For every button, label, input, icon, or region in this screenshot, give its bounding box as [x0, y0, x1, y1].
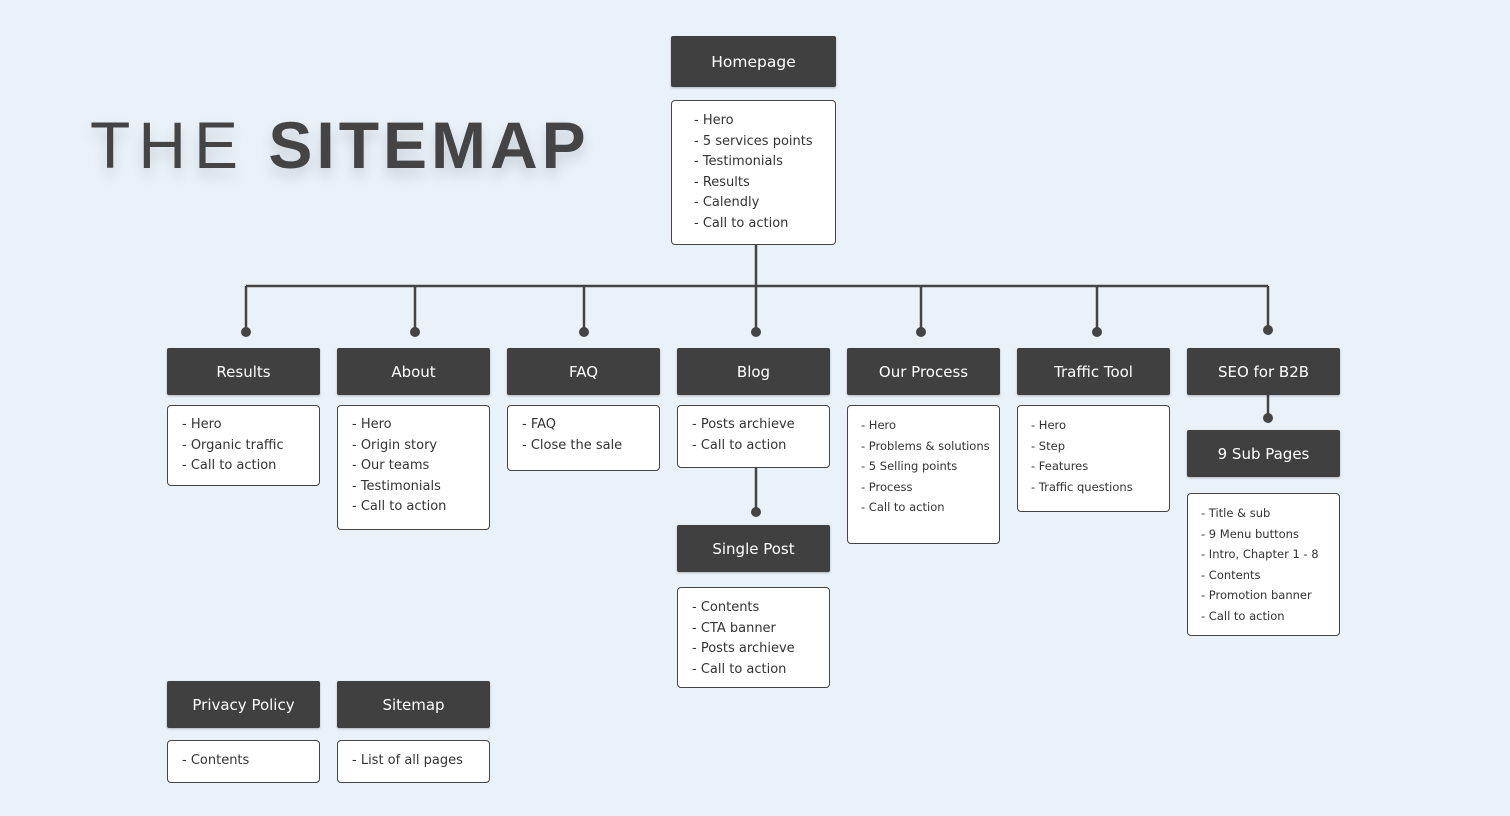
- seo-b2b-node: SEO for B2B: [1187, 348, 1340, 395]
- title-light: THE: [90, 108, 246, 182]
- list-item: - Features: [1031, 459, 1089, 473]
- list-item: - Origin story: [352, 437, 438, 453]
- list-item: - Call to action: [694, 215, 789, 231]
- list-item: - Call to action: [861, 500, 945, 514]
- traffic-tool-node: Traffic Tool: [1017, 348, 1170, 395]
- list-item: - Contents: [1201, 567, 1261, 582]
- list-item: - Testimonials: [352, 478, 441, 494]
- list-item: - Hero: [861, 418, 897, 432]
- list-item: - Call to action: [182, 458, 277, 474]
- list-item: - Contents: [692, 600, 760, 615]
- about-node: About: [337, 348, 490, 395]
- list-item: - 5 Selling points: [861, 459, 958, 473]
- list-item: - Organic traffic: [182, 437, 284, 453]
- list-item: - Hero: [694, 113, 734, 128]
- list-item: - Results: [694, 174, 750, 190]
- faq-content: - FAQ - Close the sale: [507, 405, 660, 471]
- list-item: - Contents: [182, 753, 250, 768]
- sitemap-content: - List of all pages: [337, 740, 490, 783]
- dot-results: [241, 327, 251, 337]
- list-item: - Call to action: [692, 437, 787, 453]
- list-item: - Traffic questions: [1031, 479, 1133, 494]
- list-item: - 9 Menu buttons: [1201, 526, 1299, 541]
- single-post-content: - Contents - CTA banner - Posts archieve…: [677, 587, 830, 688]
- list-item: - Call to action: [1201, 608, 1285, 623]
- diagram-title: THE SITEMAP: [90, 112, 590, 178]
- list-item: - Close the sale: [522, 437, 623, 453]
- list-item: - Process: [861, 479, 913, 494]
- dot-sub: [1263, 413, 1273, 423]
- list-item: - Hero: [1031, 418, 1067, 432]
- sitemap-node: Sitemap: [337, 681, 490, 728]
- list-item: - FAQ: [522, 417, 557, 432]
- list-item: - CTA banner: [692, 620, 776, 636]
- results-content: - Hero - Organic traffic - Call to actio…: [167, 405, 320, 486]
- faq-node: FAQ: [507, 348, 660, 395]
- sub-pages-node: 9 Sub Pages: [1187, 430, 1340, 477]
- privacy-policy-content: - Contents: [167, 740, 320, 783]
- dot-process: [916, 327, 926, 337]
- list-item: - Calendly: [694, 195, 760, 211]
- dot-single: [751, 507, 761, 517]
- list-item: - Intro, Chapter 1 - 8: [1201, 547, 1319, 561]
- dot-about: [410, 327, 420, 337]
- list-item: - Problems & solutions: [861, 438, 990, 453]
- homepage-content: - Hero - 5 services points - Testimonial…: [671, 100, 836, 245]
- about-content: - Hero - Origin story - Our teams - Test…: [337, 405, 490, 530]
- list-item: - Step: [1031, 438, 1065, 453]
- single-post-node: Single Post: [677, 525, 830, 572]
- list-item: - 5 services points: [694, 133, 813, 149]
- dot-seo: [1263, 325, 1273, 335]
- traffic-tool-content: - Hero - Step - Features - Traffic quest…: [1017, 405, 1170, 512]
- dot-faq: [579, 327, 589, 337]
- list-item: - Hero: [182, 417, 222, 432]
- list-item: - Posts archieve: [692, 641, 795, 657]
- list-item: - Call to action: [692, 661, 787, 677]
- list-item: - List of all pages: [352, 753, 463, 768]
- homepage-node: Homepage: [671, 36, 836, 87]
- our-process-content: - Hero - Problems & solutions - 5 Sellin…: [847, 405, 1000, 544]
- list-item: - Promotion banner: [1201, 588, 1312, 602]
- dot-traffic: [1092, 327, 1102, 337]
- list-item: - Our teams: [352, 458, 430, 474]
- list-item: - Posts archieve: [692, 417, 795, 432]
- dot-blog: [751, 327, 761, 337]
- list-item: - Title & sub: [1201, 506, 1271, 520]
- list-item: - Testimonials: [694, 154, 783, 170]
- list-item: - Call to action: [352, 499, 447, 515]
- sub-pages-content: - Title & sub - 9 Menu buttons - Intro, …: [1187, 493, 1340, 636]
- our-process-node: Our Process: [847, 348, 1000, 395]
- results-node: Results: [167, 348, 320, 395]
- list-item: - Hero: [352, 417, 392, 432]
- blog-node: Blog: [677, 348, 830, 395]
- privacy-policy-node: Privacy Policy: [167, 681, 320, 728]
- blog-content: - Posts archieve - Call to action: [677, 405, 830, 468]
- title-bold: SITEMAP: [268, 108, 590, 182]
